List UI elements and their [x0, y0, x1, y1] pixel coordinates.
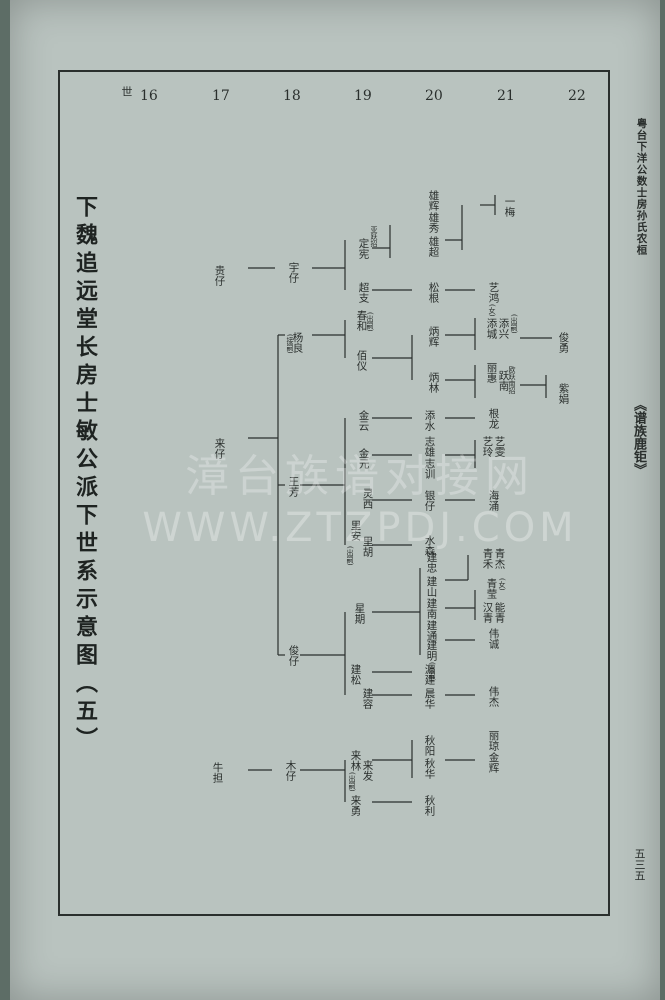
person-name: 丽惠: [485, 362, 498, 383]
person-name: 建通: [425, 620, 438, 641]
person-name: 灵西: [361, 488, 374, 509]
person-name: 建南: [425, 598, 438, 619]
person-name: 跃南: [497, 370, 510, 391]
person-name: 星期: [353, 603, 366, 624]
person-name: 建容: [361, 688, 374, 709]
person-name: 添城: [485, 318, 498, 339]
person-note: (出嗣): [346, 546, 354, 566]
person-name: 牛担: [211, 762, 224, 783]
person-name: 建明: [425, 640, 438, 661]
person-name: 炳林: [427, 372, 440, 393]
person-name: 春和: [355, 310, 368, 331]
person-name: 金云: [357, 410, 370, 431]
person-name: 超支: [357, 282, 370, 303]
person-name: 王芳: [287, 476, 300, 497]
chart-title: 下魏追远堂长房士敏公派下世系示意图（五）: [72, 195, 98, 755]
person-name: 根龙: [487, 408, 500, 429]
person-name: 紫娟: [557, 383, 570, 404]
page-number: 五三五: [633, 848, 646, 881]
person-name: 晨华: [423, 688, 436, 709]
person-note: (接嗣): [286, 334, 294, 354]
generation-number: 20: [425, 88, 443, 104]
book-title: 《谱族鹿钜》: [631, 398, 646, 476]
person-name: 青莹: [485, 578, 498, 599]
person-note: 欧跃南招: [508, 366, 516, 394]
person-name: 来勇: [349, 795, 362, 816]
generation-number: 16: [140, 88, 158, 104]
watermark-en: WWW.ZTZPDJ.COM: [142, 505, 578, 551]
person-name: 添水: [423, 410, 436, 431]
person-name: 水森: [423, 535, 436, 556]
person-name: 里安: [349, 520, 362, 541]
person-name: 俊勇: [557, 332, 570, 353]
person-name: 建松: [349, 664, 362, 685]
person-name: 炳辉: [427, 326, 440, 347]
person-name: 来林: [349, 750, 362, 771]
person-note: (出嗣): [428, 662, 436, 682]
person-note: (出嗣): [366, 312, 374, 332]
person-name: 杨良: [291, 332, 304, 353]
person-name: 汉青: [481, 602, 494, 623]
person-name: 伟诚: [487, 628, 500, 649]
person-name: 海涌: [487, 490, 500, 511]
person-name: 艺雯: [493, 436, 506, 457]
person-name: 丽琼: [487, 730, 500, 751]
generation-number: 21: [497, 88, 515, 104]
person-note: (出嗣): [348, 772, 356, 792]
person-name: 贵仔: [213, 265, 226, 286]
generation-number: 17: [212, 88, 230, 104]
generation-number: 18: [283, 88, 301, 104]
person-name: 秋利: [423, 795, 436, 816]
person-name: 雄秀: [427, 212, 440, 233]
person-name: 来仔: [213, 438, 226, 459]
person-name: 艺鸿: [487, 282, 500, 303]
person-name: 俊仔: [287, 645, 300, 666]
generation-number: 19: [354, 88, 372, 104]
person-note: (女): [498, 578, 506, 591]
person-name: 建山: [425, 576, 438, 597]
person-name: 来发: [361, 760, 374, 781]
person-name: 银仔: [423, 490, 436, 511]
person-name: 建忠: [425, 552, 438, 573]
person-name: 宇仔: [287, 262, 300, 283]
person-note: 亚跃招: [370, 226, 378, 247]
person-name: 里胡: [361, 536, 374, 557]
person-note: (出嗣): [510, 314, 518, 334]
person-name: 志雄: [423, 436, 436, 457]
person-name: 松根: [427, 282, 440, 303]
person-name: 添兴: [497, 318, 510, 339]
person-note: (女): [488, 304, 496, 317]
person-name: 木仔: [284, 760, 297, 781]
chart-frame: [58, 70, 610, 916]
person-name: 佰仪: [355, 350, 368, 371]
generation-number: 22: [568, 88, 586, 104]
person-name: 秋华: [423, 758, 436, 779]
generation-label: 世: [120, 86, 133, 97]
person-name: 雄辉: [427, 190, 440, 211]
person-name: 源建: [423, 664, 436, 685]
person-name: 雄超: [427, 236, 440, 257]
person-name: 艺玲: [481, 436, 494, 457]
person-name: 定宪: [357, 238, 370, 259]
person-name: 金元: [357, 448, 370, 469]
person-name: 秋阳: [423, 735, 436, 756]
person-name: 青杰: [493, 548, 506, 569]
person-name: 志训: [423, 458, 436, 479]
person-name: 金辉: [487, 752, 500, 773]
person-name: 伟杰: [487, 686, 500, 707]
book-page: 粤台下洋公数士房孙氏农桓 《谱族鹿钜》 五三五: [10, 0, 660, 1000]
person-name: 一梅: [503, 196, 516, 217]
person-name: 能青: [493, 602, 506, 623]
person-name: 青禾: [481, 548, 494, 569]
running-header: 粤台下洋公数士房孙氏农桓: [635, 118, 648, 256]
